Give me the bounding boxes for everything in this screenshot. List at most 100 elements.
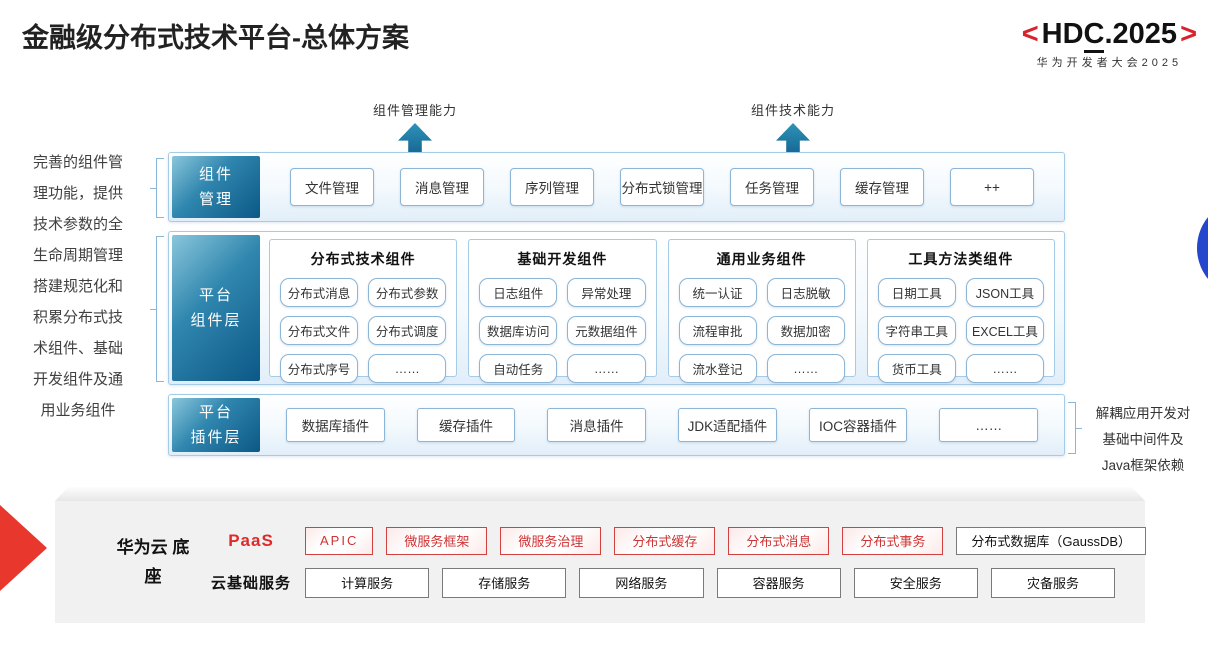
blue-circle-decoration (1197, 199, 1208, 297)
component-groups: 分布式技术组件 分布式消息 分布式参数 分布式文件 分布式调度 分布式序号 ……… (260, 232, 1064, 384)
group-item: 分布式参数 (368, 278, 447, 307)
arrow-label: 组件管理能力 (372, 103, 457, 118)
group-item-ellipsis: …… (567, 354, 646, 383)
group-item: EXCEL工具 (965, 316, 1044, 345)
group-item: 统一认证 (678, 278, 757, 307)
group-distributed-tech: 分布式技术组件 分布式消息 分布式参数 分布式文件 分布式调度 分布式序号 …… (269, 239, 458, 383)
plugin-item-jdk-adapter: JDK适配插件 (678, 408, 777, 442)
hdc-open-bracket: < (1021, 18, 1039, 50)
hdc-close-bracket: > (1180, 18, 1197, 50)
layer-label-line: 平台 (198, 287, 233, 304)
note-line: 完善的组件管 (32, 154, 123, 171)
paas-item-microservice-framework: 微服务框架 (386, 526, 488, 555)
group-item-ellipsis: …… (368, 354, 447, 383)
note-line: Java框架依赖 (1101, 458, 1185, 473)
hdc-year: .2025 (1104, 18, 1178, 50)
note-line: 技术参数的全 (32, 216, 123, 233)
layer-label-platform-plugins: 平台 插件层 (172, 398, 260, 452)
paas-boxes: APIC 微服务框架 微服务治理 分布式缓存 分布式消息 分布式事务 分布式数据… (305, 526, 1147, 555)
group-grid: 统一认证 日志脱敏 流程审批 数据加密 流水登记 …… (678, 278, 845, 383)
left-note-management: 完善的组件管 理功能，提供 技术参数的全 生命周期管理 (2, 147, 154, 271)
mgmt-item-cache: 缓存管理 (840, 168, 924, 206)
iaas-boxes: 计算服务 存储服务 网络服务 容器服务 安全服务 灾备服务 (305, 567, 1116, 598)
paas-row: PaaS APIC 微服务框架 微服务治理 分布式缓存 分布式消息 分布式事务 … (203, 526, 1147, 555)
mgmt-item-message: 消息管理 (400, 168, 484, 206)
iaas-item-storage: 存储服务 (442, 567, 567, 598)
plugin-item-ioc-container: IOC容器插件 (808, 408, 908, 442)
iaas-item-disaster-recovery: 灾备服务 (990, 567, 1116, 598)
group-item: 元数据组件 (567, 316, 646, 345)
left-note-components: 搭建规范化和 积累分布式技 术组件、基础 开发组件及通 用业务组件 (2, 271, 154, 426)
paas-item-distributed-message: 分布式消息 (728, 526, 830, 555)
mgmt-item-distributed-lock: 分布式锁管理 (620, 168, 704, 206)
huawei-cloud-foundation: 华为云 底座 PaaS APIC 微服务框架 微服务治理 分布式缓存 分布式消息… (55, 487, 1147, 623)
group-common-business: 通用业务组件 统一认证 日志脱敏 流程审批 数据加密 流水登记 …… (667, 239, 856, 383)
right-note-decoupling: 解耦应用开发对 基础中间件及 Java框架依赖 (1080, 401, 1206, 479)
layer-label-line: 平台 (198, 404, 233, 421)
group-grid: 日志组件 异常处理 数据库访问 元数据组件 自动任务 …… (479, 278, 646, 383)
hdc-hd: HD (1041, 18, 1084, 50)
iaas-item-compute: 计算服务 (305, 567, 430, 598)
foundation-label-line: 华为云 (116, 538, 168, 557)
group-item-ellipsis: …… (766, 354, 845, 383)
plugin-item-ellipsis: …… (939, 408, 1039, 442)
group-title: 分布式技术组件 (310, 251, 416, 267)
plugin-items: 数据库插件 缓存插件 消息插件 JDK适配插件 IOC容器插件 …… (260, 395, 1064, 455)
paas-item-gaussdb: 分布式数据库（GaussDB） (956, 526, 1147, 555)
group-utility-methods: 工具方法类组件 日期工具 JSON工具 字符串工具 EXCEL工具 货币工具 …… (866, 239, 1055, 383)
group-item: 货币工具 (877, 354, 956, 383)
layer-label-line: 组件 (198, 166, 233, 183)
foundation-label-line: 底座 (144, 538, 190, 586)
iaas-item-container: 容器服务 (716, 567, 841, 598)
layer-label-line: 管理 (198, 191, 233, 208)
layer-label-line: 插件层 (190, 429, 242, 446)
mgmt-item-task: 任务管理 (730, 168, 814, 206)
arrow-label: 组件技术能力 (750, 103, 835, 118)
note-line: 生命周期管理 (32, 247, 123, 264)
plugin-item-database: 数据库插件 (286, 408, 385, 442)
hdc-2025-logo: <HDC.2025> 华为开发者大会2025 (1019, 18, 1200, 70)
group-item: 字符串工具 (877, 316, 956, 345)
hdc-logo-subtitle: 华为开发者大会2025 (1036, 57, 1183, 69)
platform-top-bevel (55, 487, 1145, 501)
paas-item-distributed-cache: 分布式缓存 (614, 526, 716, 555)
paas-item-distributed-transaction: 分布式事务 (842, 526, 944, 555)
iaas-label: 云基础服务 (210, 575, 291, 592)
group-item: 分布式序号 (280, 354, 359, 383)
note-line: 术组件、基础 (32, 340, 123, 357)
group-item: 分布式消息 (280, 278, 359, 307)
foundation-label: 华为云 底座 (113, 533, 193, 591)
group-basic-dev: 基础开发组件 日志组件 异常处理 数据库访问 元数据组件 自动任务 …… (468, 239, 657, 383)
group-grid: 日期工具 JSON工具 字符串工具 EXCEL工具 货币工具 …… (877, 278, 1044, 383)
platform-component-layer: 平台 组件层 分布式技术组件 分布式消息 分布式参数 分布式文件 分布式调度 分… (168, 231, 1065, 385)
group-title: 通用业务组件 (716, 251, 807, 267)
paas-item-microservice-governance: 微服务治理 (500, 526, 602, 555)
note-line: 积累分布式技 (32, 309, 123, 326)
group-title: 基础开发组件 (517, 251, 608, 267)
note-line: 解耦应用开发对 (1095, 406, 1191, 421)
iaas-row: 云基础服务 计算服务 存储服务 网络服务 容器服务 安全服务 灾备服务 (203, 567, 1116, 598)
foundation-rows: PaaS APIC 微服务框架 微服务治理 分布式缓存 分布式消息 分布式事务 … (203, 526, 1147, 598)
hdc-logo-text: <HDC.2025> (1019, 18, 1200, 53)
iaas-item-security: 安全服务 (853, 567, 978, 598)
group-item: 数据库访问 (479, 316, 558, 345)
group-item: 流水登记 (678, 354, 757, 383)
group-title: 工具方法类组件 (908, 251, 1014, 267)
group-grid: 分布式消息 分布式参数 分布式文件 分布式调度 分布式序号 …… (280, 278, 447, 383)
group-item: 日志组件 (479, 278, 558, 307)
group-item: 分布式调度 (368, 316, 447, 345)
group-item: 数据加密 (766, 316, 845, 345)
note-line: 开发组件及通 (32, 371, 123, 388)
note-line: 基础中间件及 (1102, 432, 1184, 447)
group-item: JSON工具 (965, 278, 1044, 307)
mgmt-item-sequence: 序列管理 (510, 168, 594, 206)
group-item: 日期工具 (877, 278, 956, 307)
page-title: 金融级分布式技术平台-总体方案 (22, 23, 409, 53)
note-line: 搭建规范化和 (32, 278, 123, 295)
left-bracket-row2 (150, 236, 164, 382)
component-management-items: 文件管理 消息管理 序列管理 分布式锁管理 任务管理 缓存管理 ++ (260, 153, 1064, 221)
layer-label-component-management: 组件 管理 (172, 156, 260, 218)
red-arrow-icon (0, 505, 47, 591)
note-line: 用业务组件 (40, 402, 116, 419)
